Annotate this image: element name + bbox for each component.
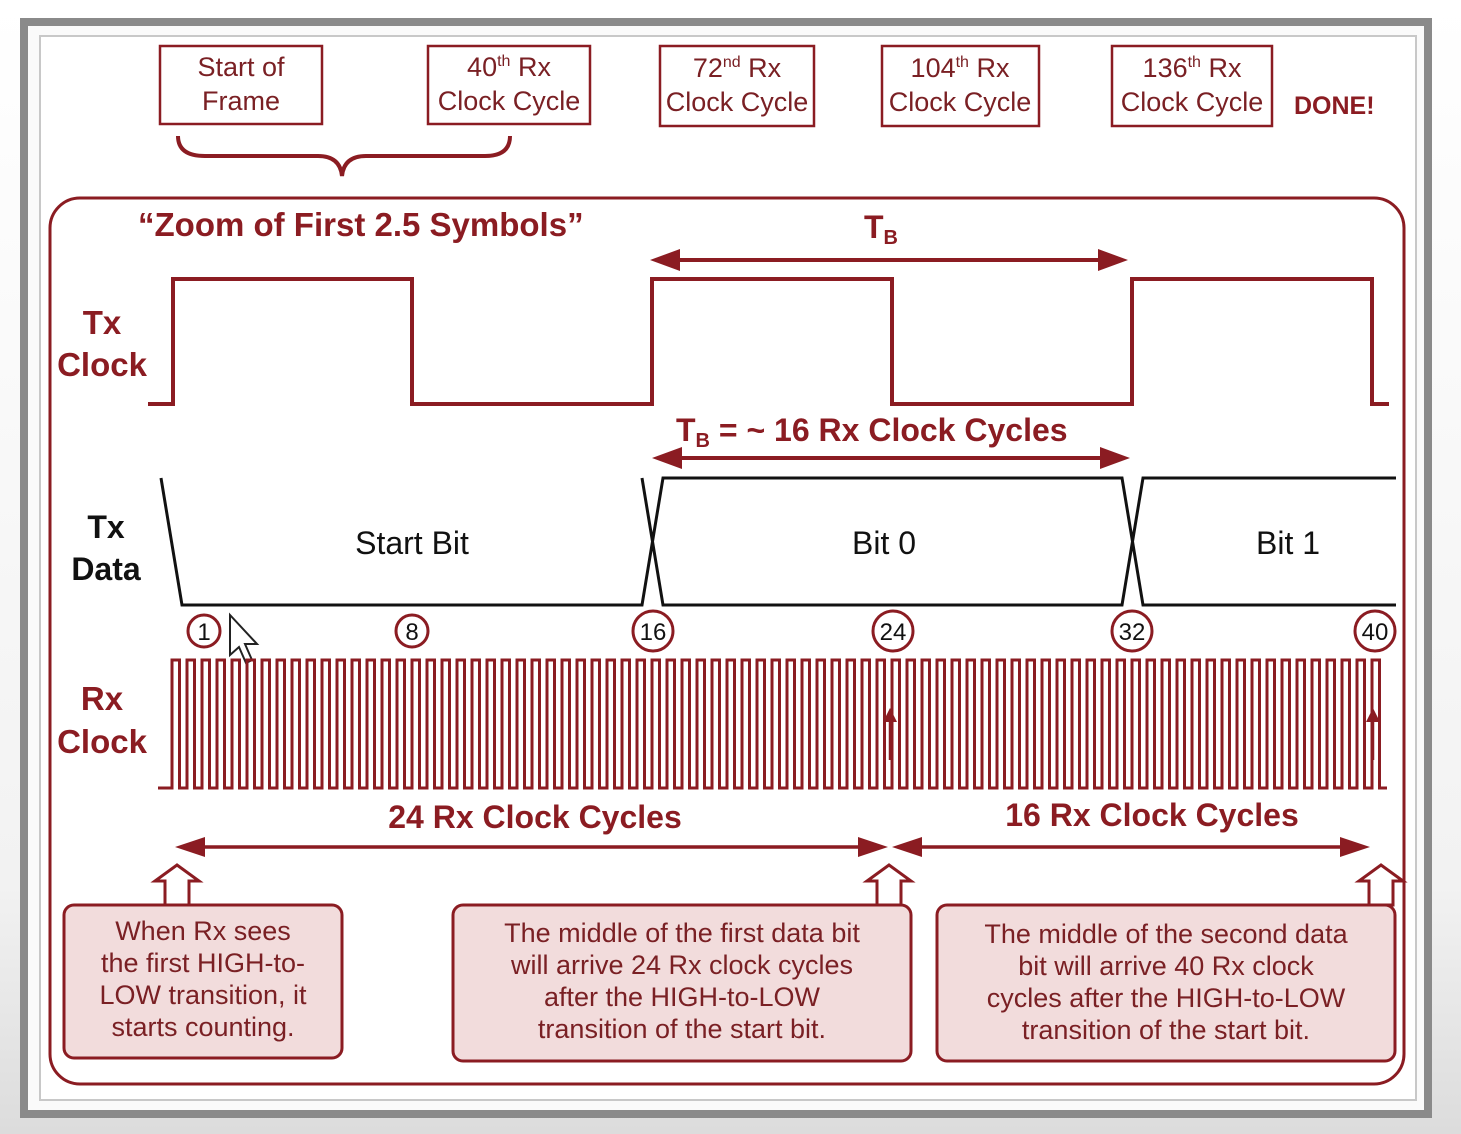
svg-text:72nd Rx: 72nd Rx — [693, 53, 782, 83]
tb-period-arrow: TB — [650, 209, 1128, 271]
svg-text:Clock Cycle: Clock Cycle — [438, 86, 581, 116]
bit-label-1: Bit 1 — [1256, 525, 1320, 561]
tx-data-label-1: Tx — [87, 509, 125, 545]
svg-text:starts counting.: starts counting. — [111, 1012, 294, 1042]
cycle-marker-16: 16 — [631, 609, 675, 653]
svg-text:transition of the start bit.: transition of the start bit. — [538, 1014, 826, 1044]
svg-text:will arrive 24 Rx clock cycles: will arrive 24 Rx clock cycles — [510, 950, 853, 980]
svg-text:The middle of the first data b: The middle of the first data bit — [504, 918, 860, 948]
cycle-marker-32: 32 — [1110, 609, 1154, 653]
top-box-104th-cycle: 104th Rx Clock Cycle — [880, 44, 1041, 128]
tx-data-label-2: Data — [71, 551, 141, 587]
zoom-panel — [48, 196, 1406, 1086]
tx-data-waveform — [159, 476, 1396, 607]
rx-clock-waveform — [158, 658, 1387, 790]
span-label-16: 16 Rx Clock Cycles — [1005, 797, 1299, 833]
svg-text:transition of the start bit.: transition of the start bit. — [1022, 1015, 1310, 1045]
zoom-title: “Zoom of First 2.5 Symbols” — [138, 206, 584, 243]
svg-text:the first HIGH-to-: the first HIGH-to- — [101, 948, 305, 978]
top-box-40th-cycle: 40th Rx Clock Cycle — [426, 44, 592, 126]
svg-text:24: 24 — [880, 619, 907, 646]
tx-clock-label-1: Tx — [83, 304, 122, 341]
tb-equals-arrow: TB = ~ 16 Rx Clock Cycles — [652, 412, 1130, 469]
sample-arrow-40 — [1366, 708, 1380, 760]
tx-clock-waveform — [148, 277, 1389, 406]
svg-text:40: 40 — [1362, 619, 1389, 646]
svg-text:Frame: Frame — [202, 86, 280, 116]
note-start-counting: When Rx sees the first HIGH-to- LOW tran… — [62, 903, 344, 1060]
svg-text:16: 16 — [640, 619, 667, 646]
svg-text:Clock Cycle: Clock Cycle — [889, 87, 1032, 117]
rx-clock-label-1: Rx — [81, 680, 124, 717]
svg-text:bit will arrive 40 Rx clock: bit will arrive 40 Rx clock — [1018, 951, 1314, 981]
span-arrow-16 — [892, 837, 1370, 857]
cycle-marker-8: 8 — [394, 613, 430, 649]
svg-text:cycles after the HIGH-to-LOW: cycles after the HIGH-to-LOW — [987, 983, 1346, 1013]
top-box-136th-cycle: 136th Rx Clock Cycle — [1110, 44, 1274, 128]
top-box-start-of-frame: Start of Frame — [158, 44, 324, 126]
cycle-marker-24: 24 — [871, 609, 915, 653]
svg-text:136th Rx: 136th Rx — [1143, 53, 1242, 83]
svg-text:Clock Cycle: Clock Cycle — [1121, 87, 1264, 117]
svg-text:Start of: Start of — [197, 52, 285, 82]
svg-text:TB: TB — [864, 209, 898, 249]
svg-text:40th Rx: 40th Rx — [467, 52, 551, 82]
svg-text:32: 32 — [1119, 619, 1146, 646]
bit-label-start: Start Bit — [355, 525, 469, 561]
svg-text:Clock Cycle: Clock Cycle — [666, 87, 809, 117]
svg-text:TB = ~ 16 Rx Clock Cycles: TB = ~ 16 Rx Clock Cycles — [676, 412, 1068, 452]
svg-text:LOW transition, it: LOW transition, it — [99, 980, 307, 1010]
note-first-data-bit: The middle of the first data bit will ar… — [451, 903, 913, 1063]
span-label-24: 24 Rx Clock Cycles — [388, 799, 682, 835]
done-label: DONE! — [1294, 92, 1375, 120]
cycle-marker-1: 1 — [186, 613, 222, 649]
span-arrow-24 — [175, 837, 888, 857]
svg-text:The middle of the second data: The middle of the second data — [984, 919, 1348, 949]
svg-text:after the HIGH-to-LOW: after the HIGH-to-LOW — [544, 982, 821, 1012]
top-box-72nd-cycle: 72nd Rx Clock Cycle — [658, 44, 816, 128]
svg-text:8: 8 — [405, 619, 418, 646]
zoom-brace — [176, 135, 512, 177]
svg-text:When Rx sees: When Rx sees — [115, 916, 291, 946]
bit-label-0: Bit 0 — [852, 525, 916, 561]
tx-clock-label-2: Clock — [57, 346, 148, 383]
note-second-data-bit: The middle of the second data bit will a… — [935, 903, 1397, 1063]
rx-clock-label-2: Clock — [57, 723, 148, 760]
cycle-marker-40: 40 — [1353, 609, 1397, 653]
sample-arrow-24 — [883, 708, 897, 760]
svg-text:104th Rx: 104th Rx — [911, 53, 1010, 83]
svg-text:1: 1 — [197, 619, 210, 646]
